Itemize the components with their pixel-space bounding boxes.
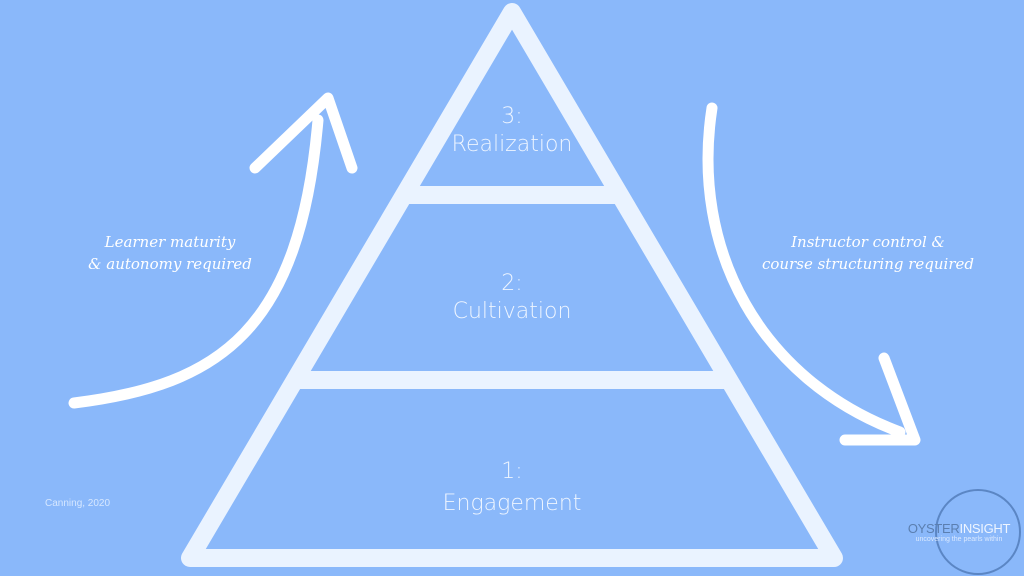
note-line: course structuring required (761, 255, 974, 273)
note-line: Instructor control & (791, 233, 945, 251)
level-label: Engagement (442, 491, 582, 516)
level-2: 2: Cultivation (412, 270, 612, 326)
citation: Canning, 2020 (45, 498, 111, 509)
right-note: Instructor control & course structuring … (748, 231, 988, 275)
note-line: Learner maturity (104, 233, 236, 251)
logo-tagline: uncovering the pearls within (915, 536, 1003, 543)
note-line: & autonomy required (88, 255, 252, 273)
level-label: Cultivation (452, 299, 572, 324)
left-note: Learner maturity & autonomy required (60, 231, 280, 275)
level-1: 1: Engagement (412, 458, 612, 518)
up-arrow (68, 92, 358, 409)
level-label: Realization (451, 132, 573, 157)
level-number: 1: (501, 459, 523, 484)
logo-text-oyster: OYSTER (907, 521, 960, 536)
logo-circle (935, 489, 1021, 575)
pyramid-outline (181, 3, 843, 567)
level-number: 3: (501, 104, 523, 129)
logo: OYSTERINSIGHT uncovering the pearls with… (900, 520, 1018, 543)
level-number: 2: (501, 271, 523, 296)
level-3: 3: Realization (432, 103, 592, 159)
logo-text-insight: INSIGHT (959, 521, 1011, 536)
down-arrow (702, 102, 921, 446)
